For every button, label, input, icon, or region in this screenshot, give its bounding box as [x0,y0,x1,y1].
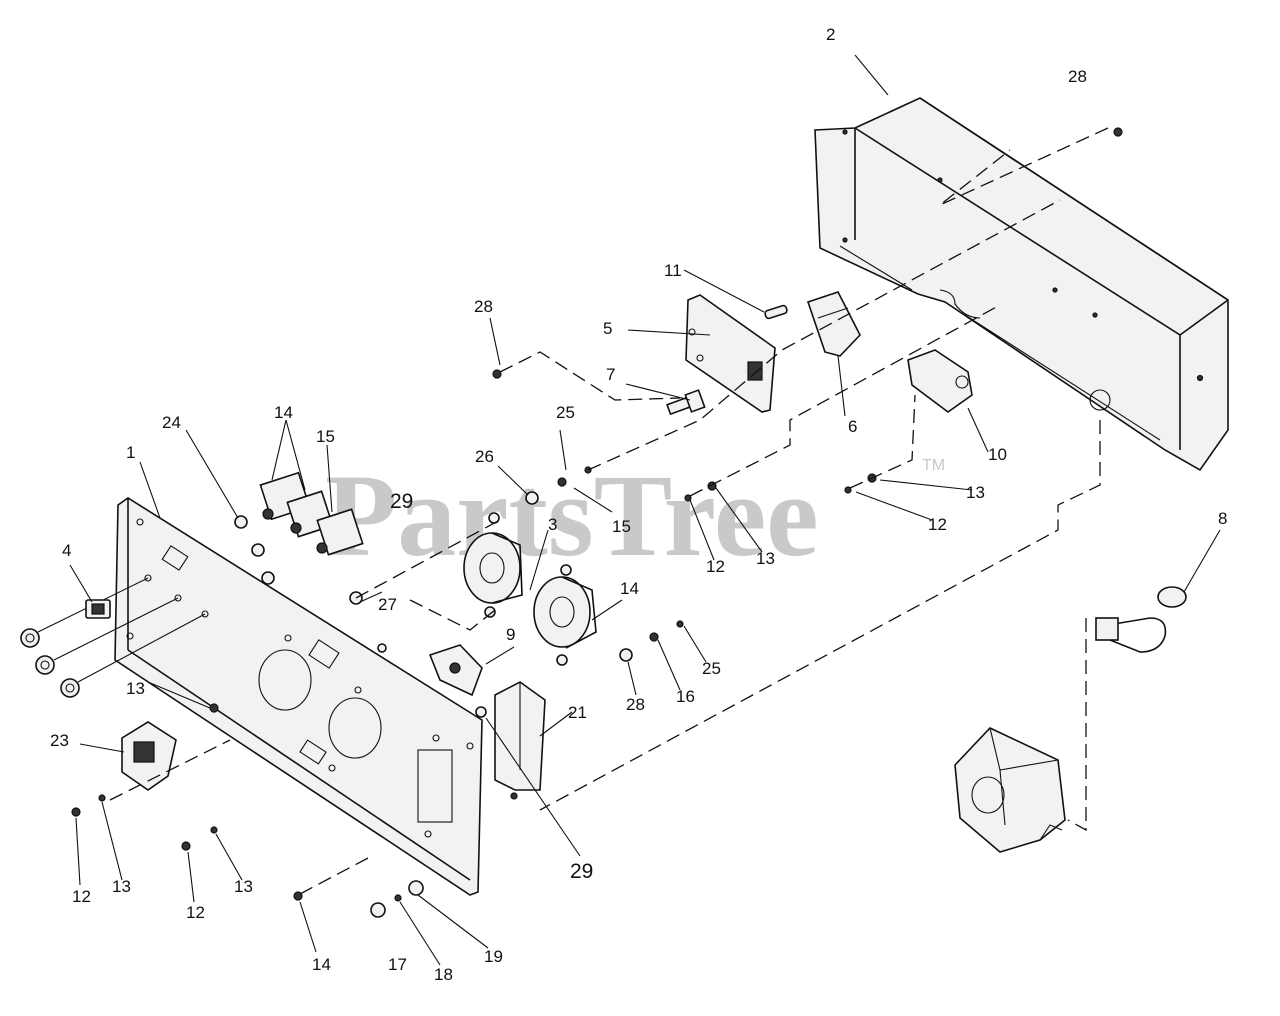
callout-25: 25 [556,403,575,422]
circuit-board-part-5 [685,294,776,413]
callout-5: 5 [603,319,612,338]
callout-1: 1 [126,443,135,462]
callout-28: 28 [1068,67,1087,86]
receptacle-part-19 [533,564,597,666]
leader-lines [69,54,1221,966]
callout-13: 13 [756,549,775,568]
assembly-dash-lines [109,127,1109,895]
rocker-switch-part-4 [85,599,111,619]
callout-22: 21 [568,703,587,722]
bracket-part-10 [907,349,973,413]
bracket-part-22 [475,681,546,791]
callout-19: 14 [620,579,639,598]
callout-12: 12 [928,515,947,534]
pin-part-11 [764,304,788,320]
callout-29: 29 [390,490,413,513]
callout-28: 28 [474,297,493,316]
callout-25: 25 [702,659,721,678]
callout-7: 7 [606,365,615,384]
callout-14: 14 [312,955,331,974]
rear-housing-box [814,97,1229,472]
callout-13: 13 [966,483,985,502]
motor-housing [954,727,1066,853]
callout-2: 2 [826,25,835,44]
watermark-trademark: TM [922,457,945,474]
front-control-panel [114,497,483,896]
callout-12: 12 [186,903,205,922]
callout-28: 28 [626,695,645,714]
callout-18: 19 [484,947,503,966]
callout-17: 18 [434,965,453,984]
outlet-part-23 [121,721,177,791]
callout-24: 24 [162,413,181,432]
connector-part-7 [666,389,706,416]
callout-16: 17 [388,955,407,974]
callout-3: 3 [548,515,557,534]
callout-20: 14 [274,403,293,422]
callout-13: 13 [234,877,253,896]
callout-27: 27 [378,595,397,614]
plug-part-9 [428,644,483,697]
callout-26: 26 [475,447,494,466]
callout-12: 12 [706,557,725,576]
callout-21: 15 [316,427,335,446]
callout-10: 10 [988,445,1007,464]
callout-23: 23 [50,731,69,750]
callout-6: 6 [848,417,857,436]
callout-labels: 2 28 11 28 5 7 25 6 10 14 15 24 1 26 29 … [50,25,1227,984]
callout-12: 12 [72,887,91,906]
receptacle-part-3 [463,512,523,618]
callout-4: 4 [62,541,71,560]
left-bushings [20,577,206,698]
callout-9: 9 [506,625,515,644]
circuit-breakers-20-21 [259,471,364,556]
callout-15: 15 [612,517,631,536]
nuts-group [234,515,387,653]
callout-15: 16 [676,687,695,706]
callout-13: 13 [112,877,131,896]
fitting-part-8 [1095,586,1187,653]
callout-29: 29 [570,860,593,883]
bracket-part-6 [806,291,861,357]
callout-8: 8 [1218,509,1227,528]
watermark-text: PartsTree [325,450,819,581]
callout-11: 11 [664,261,682,280]
callout-14: 13 [126,679,145,698]
